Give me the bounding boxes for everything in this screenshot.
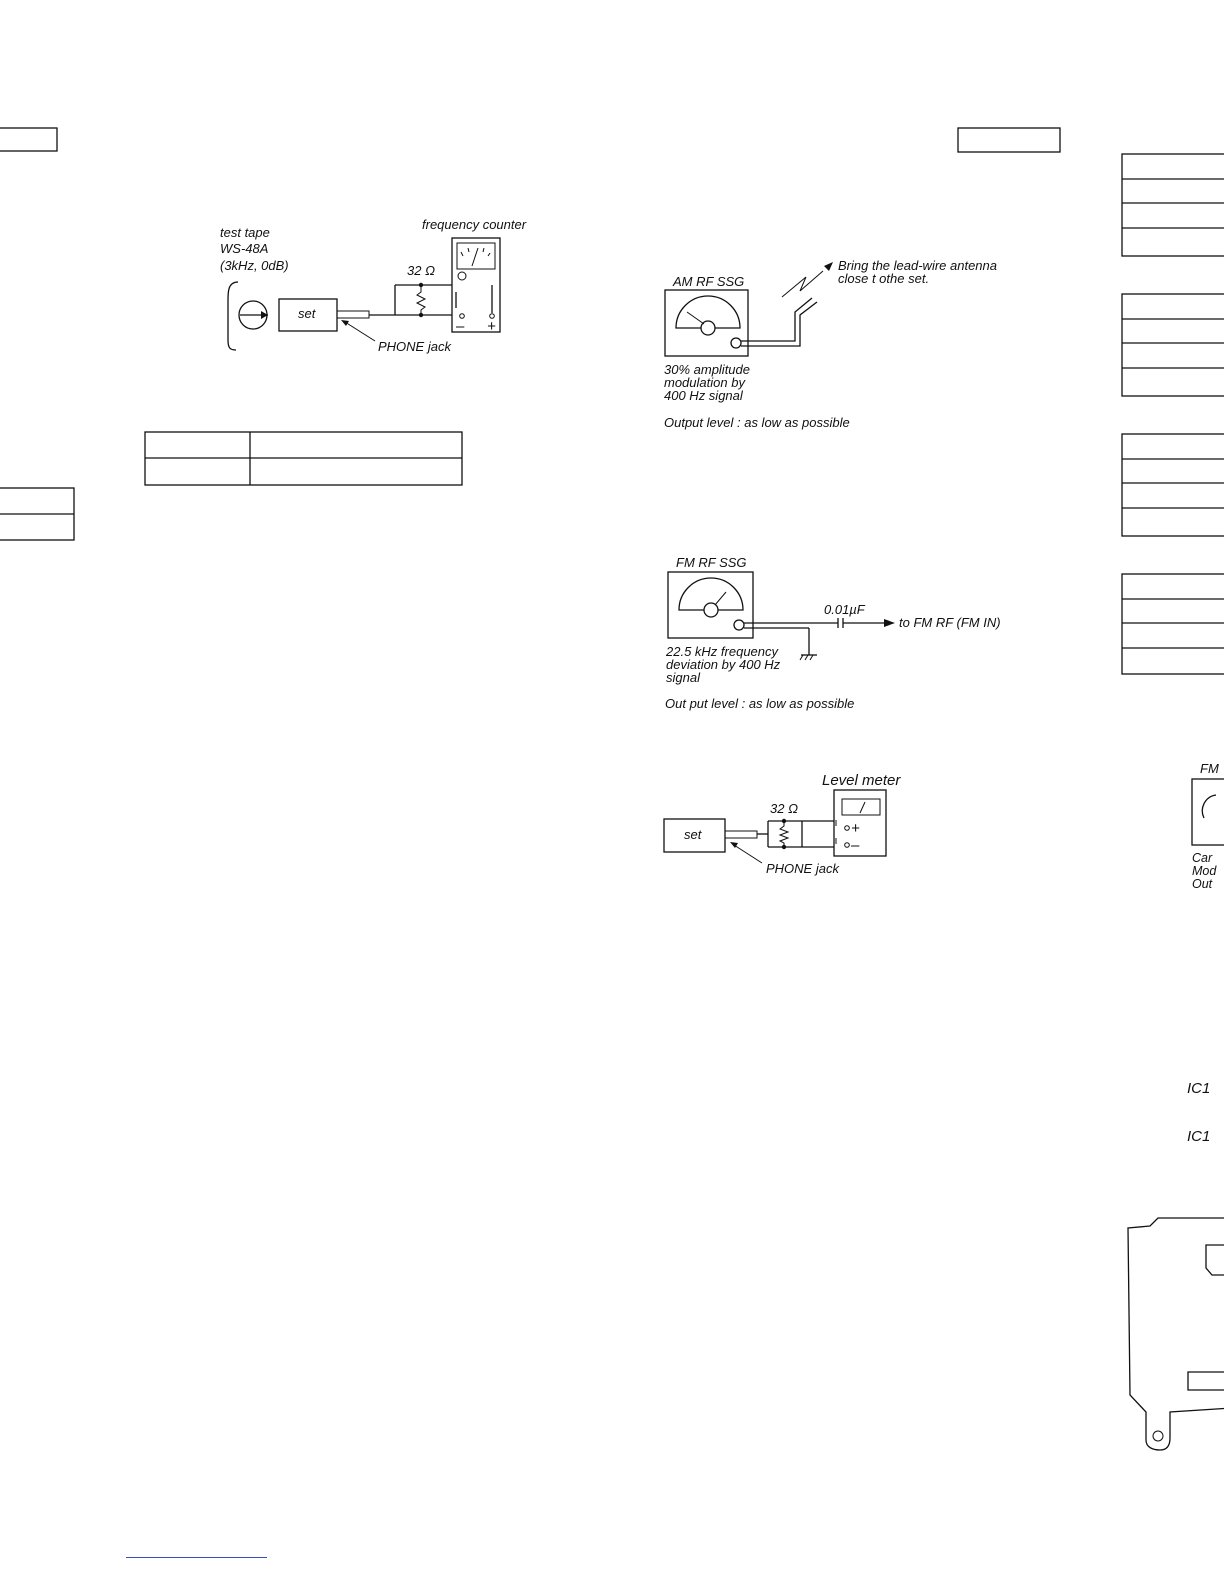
fm-ssg-label: FM RF SSG	[676, 555, 747, 570]
left-header-box	[0, 127, 58, 152]
level-minus: –	[850, 837, 860, 854]
bottom-link-underline	[126, 1557, 267, 1558]
resistor-icon	[415, 285, 427, 315]
fm-dev-3: signal	[666, 670, 701, 685]
fm-fragment-label: FM	[1200, 761, 1219, 776]
phone-jack-label: PHONE jack	[378, 339, 452, 354]
right-edge-board-outline	[1127, 1217, 1224, 1451]
phone-plug-icon	[336, 310, 370, 319]
frequency-test-diagram: test tape WS-48A (3kHz, 0dB) frequency c…	[220, 217, 527, 354]
fm-meter-dial-icon	[678, 577, 744, 611]
right-edge-tables	[1121, 153, 1224, 675]
antenna-note-2: close t othe set.	[838, 271, 929, 286]
fm-target-label: to FM RF (FM IN)	[899, 615, 1001, 630]
fragment-line-2: Mod	[1192, 864, 1217, 878]
empty-table	[144, 431, 463, 486]
am-output-level: Output level : as low as possible	[664, 415, 850, 430]
am-ssg-label: AM RF SSG	[672, 274, 744, 289]
right-header-box	[957, 127, 1061, 153]
level-resistor-icon	[778, 821, 790, 847]
level-set-box	[663, 818, 726, 853]
am-mod-1: 30% amplitude	[664, 362, 750, 377]
tape-label-1: test tape	[220, 225, 270, 240]
resistor-label: 32 Ω	[407, 263, 435, 278]
counter-label: frequency counter	[422, 217, 527, 232]
am-meter-dial-icon	[675, 295, 741, 329]
tape-label-2: WS-48A	[220, 241, 268, 256]
level-set-label: set	[684, 827, 703, 842]
set-box	[278, 298, 338, 332]
set-label: set	[298, 306, 317, 321]
level-resistor-label: 32 Ω	[770, 801, 798, 816]
level-phone-plug-icon	[724, 830, 758, 839]
level-plus: +	[851, 820, 860, 837]
right-edge-fm-fragment: FM Car Mod Out IC1 IC1	[1187, 761, 1224, 1145]
fm-output-level: Out put level : as low as possible	[665, 696, 854, 711]
left-edge-table	[0, 487, 75, 541]
fm-rf-ssg-diagram: FM RF SSG 0.01µF to FM RF (FM IN) 22.5 k…	[665, 555, 1001, 711]
am-rf-ssg-diagram: AM RF SSG Bring the lead-wire antenna cl…	[664, 258, 997, 430]
antenna-note-1: Bring the lead-wire antenna	[838, 258, 997, 273]
fragment-line-1: Car	[1192, 851, 1213, 865]
fm-dev-1: 22.5 kHz frequency	[665, 644, 780, 659]
counter-minus: –	[455, 318, 465, 335]
am-mod-2: modulation by	[664, 375, 746, 390]
ic-label-bottom: IC1	[1187, 1128, 1210, 1145]
level-jack-label: PHONE jack	[766, 861, 840, 876]
level-meter-icon	[833, 789, 887, 857]
tape-label-3: (3kHz, 0dB)	[220, 258, 289, 273]
antenna-wave-icon	[781, 270, 824, 298]
tape-reel-icon	[227, 281, 239, 351]
level-meter-label: Level meter	[822, 772, 901, 789]
am-mod-3: 400 Hz signal	[664, 388, 744, 403]
ic-label-top: IC1	[1187, 1080, 1210, 1097]
capacitor-label: 0.01µF	[824, 602, 866, 617]
counter-plus: +	[487, 318, 496, 335]
level-meter-diagram: Level meter set 32 Ω + – PHONE jack	[663, 772, 901, 876]
fragment-line-3: Out	[1192, 877, 1213, 891]
fm-dev-2: deviation by 400 Hz	[666, 657, 781, 672]
